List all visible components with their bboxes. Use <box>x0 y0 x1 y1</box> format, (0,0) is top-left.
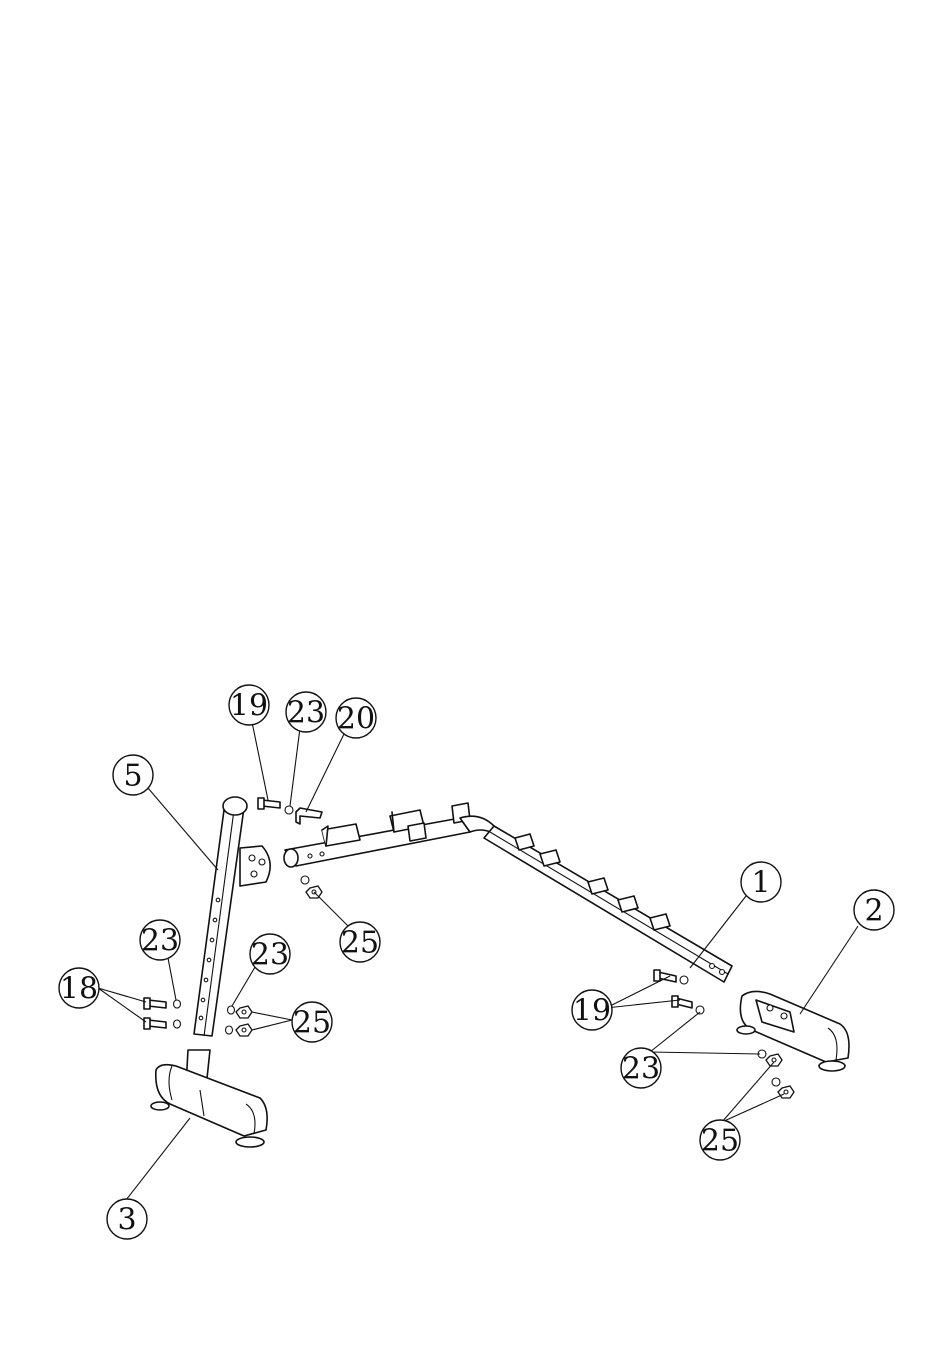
callout-5: 5 <box>113 755 153 795</box>
callout-label: 3 <box>117 1203 136 1238</box>
callout-20: 20 <box>336 698 376 738</box>
callout-23-left: 23 <box>140 920 180 960</box>
callout-19-top: 19 <box>229 685 269 725</box>
callout-label: 5 <box>123 759 142 794</box>
callout-23-right: 23 <box>621 1048 661 1088</box>
callout-label: 25 <box>701 1124 739 1159</box>
callout-25-top: 25 <box>340 922 380 962</box>
callout-label: 2 <box>864 894 883 929</box>
callout-19-right: 19 <box>572 990 612 1030</box>
rear-foot-part-3 <box>151 1050 267 1147</box>
callout-23-mid: 23 <box>250 934 290 974</box>
callout-label: 19 <box>573 994 611 1029</box>
callout-2: 2 <box>854 890 894 930</box>
callout-label: 23 <box>622 1052 660 1087</box>
callout-label: 19 <box>230 689 268 724</box>
callout-label: 23 <box>287 696 325 731</box>
callout-label: 25 <box>341 926 379 961</box>
upright-post-part-5 <box>194 797 270 1036</box>
callout-1: 1 <box>741 862 781 902</box>
callout-label: 23 <box>141 924 179 959</box>
callout-3: 3 <box>107 1199 147 1239</box>
callout-label: 25 <box>293 1006 331 1041</box>
front-foot-part-2 <box>737 991 849 1071</box>
callout-label: 18 <box>60 972 98 1007</box>
callout-25-mid: 25 <box>292 1002 332 1042</box>
callout-25-right: 25 <box>700 1120 740 1160</box>
callout-label: 20 <box>337 702 375 737</box>
callout-18: 18 <box>59 968 99 1008</box>
callout-label: 23 <box>251 938 289 973</box>
callout-23-top: 23 <box>286 692 326 732</box>
callout-label: 1 <box>751 866 770 901</box>
